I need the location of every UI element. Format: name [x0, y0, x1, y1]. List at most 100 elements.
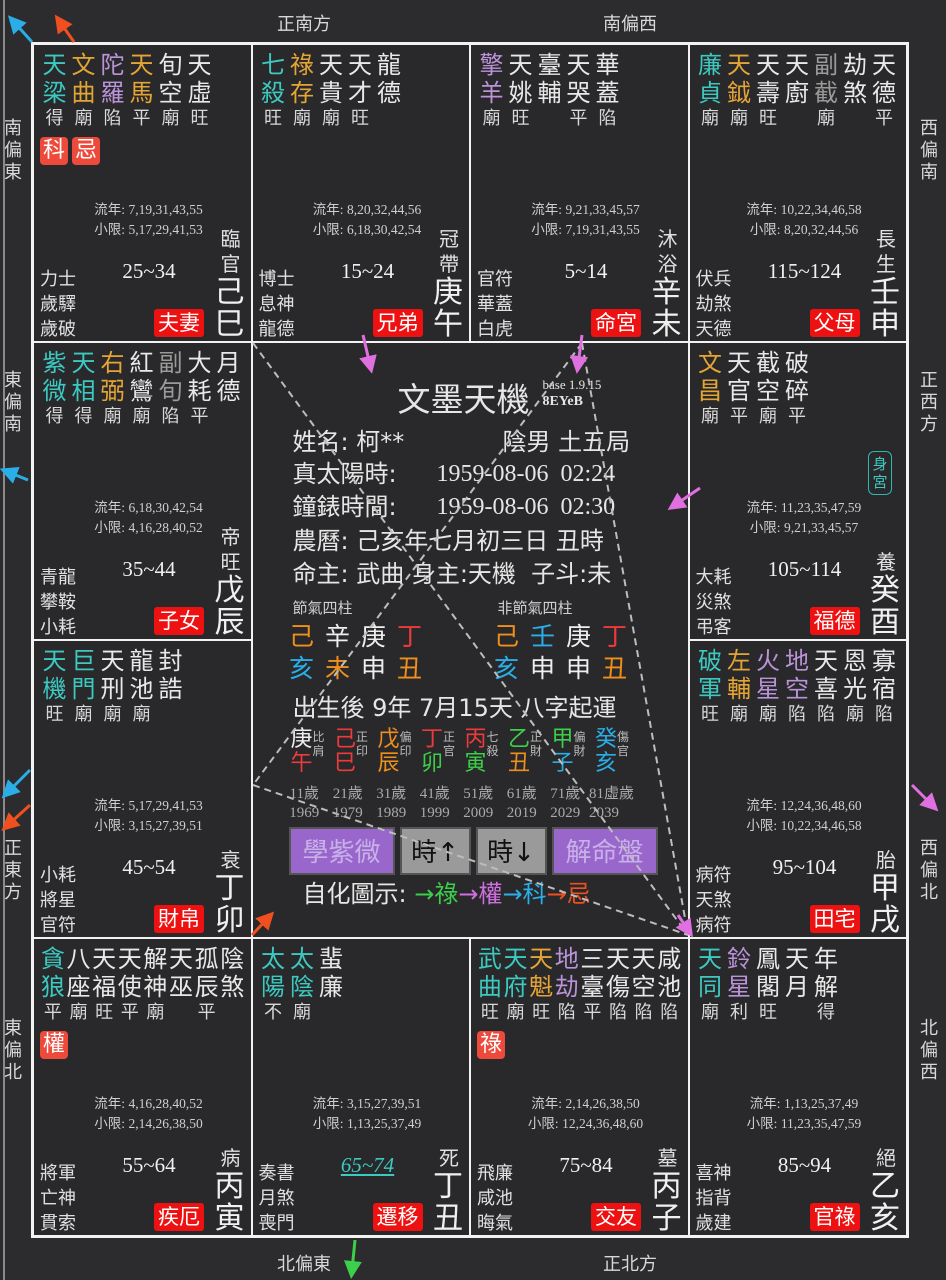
star: 月德: [214, 349, 243, 429]
dayun-age: 61歲: [506, 786, 537, 802]
star-brightness: 平: [43, 1002, 62, 1023]
jieqi-label: 節氣四柱: [292, 599, 353, 617]
solar-time-line: 真太陽時:1959-08-06 02:24: [292, 460, 616, 488]
star-brightness: 利: [730, 1002, 748, 1023]
star: 陰煞: [219, 945, 245, 1025]
star: 天機旺: [40, 647, 69, 727]
dayun-item: 癸亥傷官: [595, 727, 630, 776]
star-name: 天德: [872, 51, 896, 107]
hour-up-button[interactable]: 時↑: [399, 827, 471, 875]
star: 龍德: [375, 51, 404, 131]
lunar-date-line: 農曆: 己亥年七月初三日 丑時: [292, 527, 604, 555]
star-name: 龍池: [129, 647, 154, 703]
star: 天相得: [69, 349, 98, 429]
stem-branch: 丁卯: [214, 871, 245, 938]
xiaoxian-years: 小限: 4,16,28,40,52: [94, 520, 203, 535]
minor-gods: 力士歲驛歲破: [40, 269, 76, 340]
star: 地劫陷: [554, 945, 580, 1025]
star: 副截廟: [812, 51, 841, 131]
star-brightness: 旺: [759, 108, 777, 129]
star: 旬空廟: [156, 51, 185, 131]
star-name: 年解: [814, 945, 838, 1001]
minor-gods: 將軍亡神貫索: [40, 1163, 76, 1234]
self-transform-legend: 自化圖示: →祿→權→科→忌: [302, 880, 591, 908]
dayun-age: 21歲: [332, 786, 363, 802]
pillar-char: 丁: [396, 622, 422, 651]
star-brightness: 陷: [608, 1002, 627, 1023]
dayun-year: 1989: [376, 805, 407, 821]
dayun-year: 2039: [589, 805, 619, 821]
liunian-years: 流年: 4,16,28,40,52: [94, 1096, 203, 1111]
direction-label: 東偏北: [4, 1018, 22, 1083]
decade-range: 55~64: [122, 1153, 176, 1177]
changsheng-stage: 墓: [657, 1146, 678, 1170]
xiaoxian-years: 小限: 9,21,33,45,57: [749, 520, 859, 535]
star: 天壽旺: [754, 51, 783, 131]
star-name: 孤辰: [194, 945, 219, 1001]
dayun-year: 1969: [289, 805, 320, 821]
palace-name: 福德: [809, 607, 860, 635]
pillar-char: 未: [324, 654, 350, 683]
decade-range: 95~104: [772, 855, 837, 879]
star-name: 地空: [785, 647, 809, 703]
dayun-year: 1999: [419, 805, 450, 821]
star: 天魁旺: [528, 945, 554, 1025]
star: 天姚旺: [506, 51, 535, 131]
star: 三臺平: [580, 945, 606, 1025]
stem-branch: 辛未: [651, 275, 682, 342]
star-brightness: 廟: [74, 704, 93, 725]
star: 天巫: [168, 945, 194, 1025]
star-brightness: 得: [45, 406, 64, 427]
direction-label: 東偏南: [4, 370, 22, 435]
star-brightness: 廟: [132, 704, 151, 725]
star: 蜚廉: [317, 945, 346, 1025]
direction-label: 北偏西: [920, 1018, 938, 1083]
hour-down-button[interactable]: 時↓: [475, 827, 547, 875]
arrow-icon: [54, 14, 76, 43]
learn-ziwei-button[interactable]: 學紫微: [288, 827, 395, 875]
star-name: 副旬: [158, 349, 183, 405]
changsheng-stage: 絕: [876, 1146, 896, 1170]
changsheng-stage: 衰: [220, 848, 241, 872]
body-palace-badge: 身宮: [868, 451, 892, 495]
liunian-years: 流年: 3,15,27,39,51: [312, 1096, 422, 1111]
star: 天使平: [117, 945, 143, 1025]
changsheng-stage: 長生: [876, 227, 896, 276]
star-list: 天梁得文曲廟陀羅陷天馬平旬空廟天虛旺: [40, 51, 214, 131]
star-list: 武曲旺天府廟天魁旺地劫陷三臺平天傷陷天空陷咸池陷: [477, 945, 682, 1025]
star-name: 八座: [66, 945, 91, 1001]
dayun-age: 71歲: [550, 786, 581, 802]
star-brightness: 廟: [701, 108, 719, 129]
star: 恩光廟: [841, 647, 870, 727]
liunian-years: 流年: 11,23,35,47,59: [746, 500, 862, 515]
decade-range: 35~44: [122, 557, 176, 581]
star-name: 陀羅: [100, 51, 125, 107]
direction-label: 正東方: [4, 838, 22, 903]
star: 左輔廟: [725, 647, 754, 727]
palace-交友[interactable]: 武曲旺天府廟天魁旺地劫陷三臺平天傷陷天空陷咸池陷祿流年: 2,14,26,38,…: [470, 938, 689, 1236]
palace-name: 子女: [154, 607, 204, 635]
decade-range: 115~124: [767, 259, 842, 283]
dayun-age: 11歲: [289, 786, 319, 802]
interpret-chart-button[interactable]: 解命盤: [551, 827, 658, 875]
palace-name: 遷移: [372, 1203, 423, 1231]
star-brightness: 廟: [701, 1002, 719, 1023]
sihua-badges: 祿: [477, 1031, 505, 1059]
palace-name: 田宅: [809, 905, 860, 933]
star-name: 天福: [92, 945, 117, 1001]
star: 祿存廟: [288, 51, 317, 131]
decade-range[interactable]: 65~74: [340, 1153, 395, 1177]
star: 紫微得: [40, 349, 69, 429]
palace-疾厄[interactable]: 貪狼平八座廟天福旺天使平解神廟天巫孤辰平陰煞權流年: 4,16,28,40,52…: [33, 938, 252, 1236]
star-brightness: 平: [730, 406, 748, 427]
